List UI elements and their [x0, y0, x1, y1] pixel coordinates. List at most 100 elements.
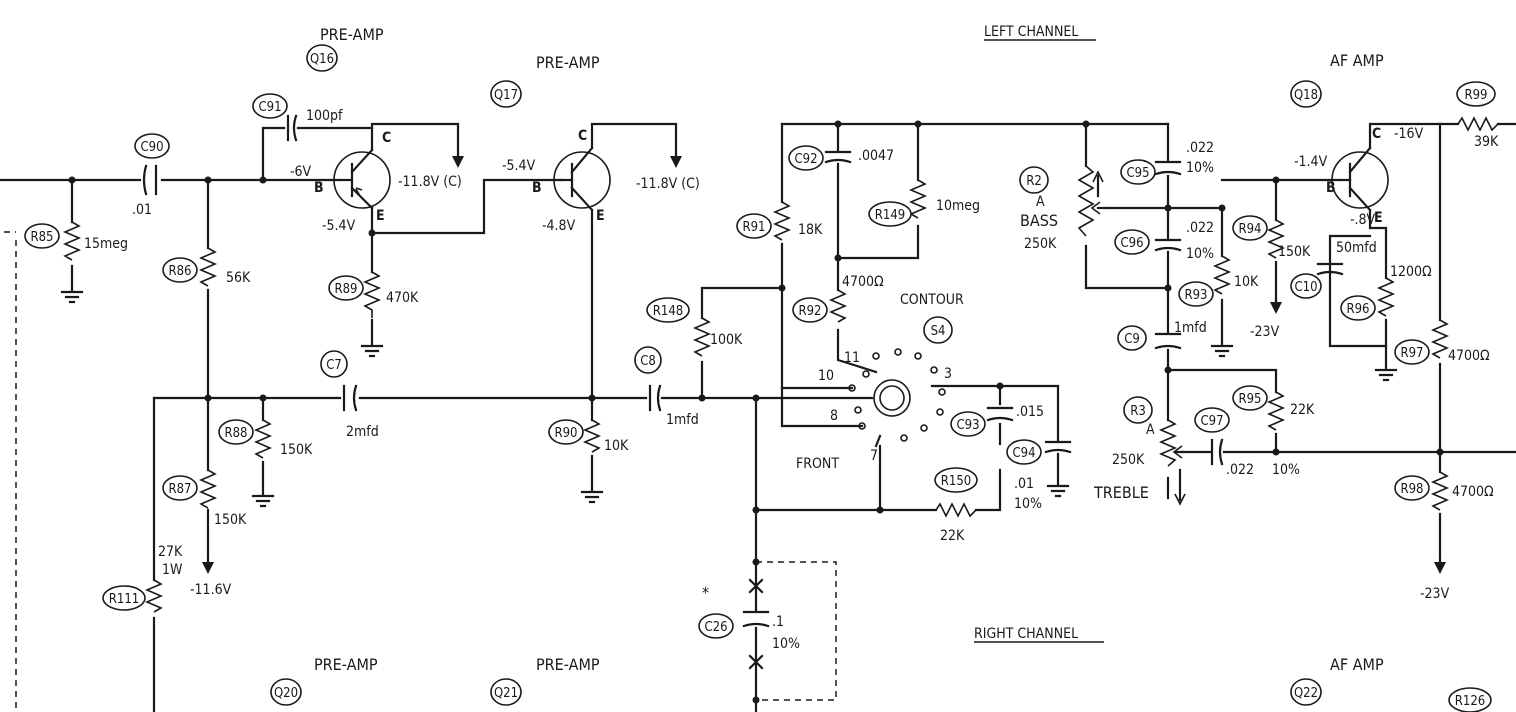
- q18-pin-e: E: [1374, 210, 1383, 226]
- ref-q18: Q18: [1294, 88, 1318, 103]
- q17-pin-c: C: [578, 128, 587, 144]
- value-r2: 250K: [1024, 236, 1057, 252]
- ref-q17: Q17: [494, 88, 518, 103]
- ref-r90: R90: [554, 426, 577, 441]
- capacitors: [142, 114, 1344, 670]
- transistor-q16-symbol: [333, 148, 391, 210]
- value-c26-tolerance: 10%: [772, 636, 800, 652]
- q17-pin-b: B: [532, 180, 542, 196]
- q21-title: PRE-AMP: [536, 655, 600, 674]
- resistors: [62, 116, 1499, 613]
- junction-dots: [68, 120, 1444, 704]
- switch-position-labels: 11 10 8 7 3: [818, 350, 952, 464]
- ref-r85: R85: [30, 230, 53, 245]
- q18-collector-voltage: -16V: [1394, 126, 1424, 142]
- label-treble: TREBLE: [1093, 483, 1149, 502]
- value-r86: 56K: [226, 270, 251, 286]
- stage-titles: PRE-AMP PRE-AMP AF AMP PRE-AMP PRE-AMP A…: [314, 25, 1384, 674]
- value-c8: 1mfd: [666, 412, 699, 428]
- ref-c96: C96: [1120, 236, 1143, 251]
- q16-collector-voltage: -11.8V (C): [398, 174, 462, 190]
- q22-title: AF AMP: [1330, 655, 1384, 674]
- q17-emitter-voltage: -4.8V: [542, 218, 576, 234]
- label-front: FRONT: [796, 456, 839, 472]
- q16-title: PRE-AMP: [320, 25, 384, 44]
- reference-designators: Q16 Q17 Q18 Q20 Q21 Q22 C90 C91 R85 R86 …: [30, 52, 1487, 709]
- ref-r94: R94: [1238, 222, 1261, 237]
- r87-tap-voltage: -11.6V: [190, 582, 232, 598]
- value-r98: 4700Ω: [1452, 484, 1494, 500]
- value-r94: 150K: [1278, 244, 1311, 260]
- ref-r89: R89: [334, 282, 357, 297]
- transistors: [333, 146, 1389, 212]
- component-values: .01 15meg 100pf 56K 470K 2mfd 150K 150K …: [84, 108, 1499, 652]
- value-c95-cap: .022: [1186, 140, 1214, 156]
- r98-supply-voltage: -23V: [1420, 586, 1450, 602]
- ref-q16: Q16: [310, 52, 334, 67]
- ref-r149: R149: [875, 208, 905, 223]
- q20-title: PRE-AMP: [314, 655, 378, 674]
- ref-c9: C9: [1124, 332, 1140, 347]
- voltage-labels: -6V -5.4V -11.8V (C) -5.4V -4.8V -11.8V …: [190, 126, 1450, 602]
- value-r97: 4700Ω: [1448, 348, 1490, 364]
- right-channel-header: RIGHT CHANNEL: [974, 626, 1078, 642]
- ref-r150: R150: [941, 474, 971, 489]
- value-r3: 250K: [1112, 452, 1145, 468]
- q18-title: AF AMP: [1330, 51, 1384, 70]
- r94-supply-voltage: -23V: [1250, 324, 1280, 340]
- ref-r92: R92: [798, 304, 821, 319]
- q16-pin-e: E: [376, 208, 385, 224]
- value-c96-cap: .022: [1186, 220, 1214, 236]
- ref-c90: C90: [140, 140, 163, 155]
- value-r89: 470K: [386, 290, 419, 306]
- value-r91: 18K: [798, 222, 823, 238]
- r3-taper: A: [1146, 422, 1155, 438]
- ref-r111: R111: [109, 592, 139, 607]
- value-r111-watts: 1W: [162, 562, 183, 578]
- value-r111-ohms: 27K: [158, 544, 183, 560]
- s4-position-8: 8: [830, 408, 838, 424]
- value-r99: 39K: [1474, 134, 1499, 150]
- ref-c8: C8: [640, 354, 656, 369]
- q18-emitter-voltage: -.8V: [1350, 212, 1376, 228]
- value-c93: .015: [1016, 404, 1044, 420]
- q17-title: PRE-AMP: [536, 53, 600, 72]
- value-r92: 4700Ω: [842, 274, 884, 290]
- value-r148: 100K: [710, 332, 743, 348]
- ref-c26: C26: [704, 620, 727, 635]
- q17-pin-e: E: [596, 208, 605, 224]
- ref-r87: R87: [168, 482, 191, 497]
- ref-c94: C94: [1012, 446, 1035, 461]
- s4-position-10: 10: [818, 368, 834, 384]
- left-channel-header: LEFT CHANNEL: [984, 24, 1078, 40]
- label-contour: CONTOUR: [900, 292, 964, 308]
- value-r150: 22K: [940, 528, 965, 544]
- s4-position-11: 11: [844, 350, 860, 366]
- value-c97-tolerance: 10%: [1272, 462, 1300, 478]
- value-r85: 15meg: [84, 236, 128, 252]
- ref-q21: Q21: [494, 686, 518, 701]
- ref-q20: Q20: [274, 686, 298, 701]
- value-r95: 22K: [1290, 402, 1315, 418]
- reference-bubbles: [24, 44, 1496, 712]
- transistor-q17-symbol: [553, 146, 611, 212]
- value-c97-cap: .022: [1226, 462, 1254, 478]
- ref-r95: R95: [1238, 392, 1261, 407]
- ref-c7: C7: [326, 358, 342, 373]
- ref-r88: R88: [224, 426, 247, 441]
- ref-c95: C95: [1126, 166, 1149, 181]
- value-c96-tolerance: 10%: [1186, 246, 1214, 262]
- s4-position-3: 3: [944, 366, 952, 382]
- ref-r99: R99: [1464, 88, 1487, 103]
- value-r90: 10K: [604, 438, 629, 454]
- q16-pin-b: B: [314, 180, 324, 196]
- value-c10: 50mfd: [1336, 240, 1377, 256]
- value-c95-tolerance: 10%: [1186, 160, 1214, 176]
- ref-r2: R2: [1026, 174, 1042, 189]
- value-c91: 100pf: [306, 108, 343, 124]
- q16-emitter-voltage: -5.4V: [322, 218, 356, 234]
- s4-position-7: 7: [870, 448, 878, 464]
- ref-r91: R91: [742, 220, 765, 235]
